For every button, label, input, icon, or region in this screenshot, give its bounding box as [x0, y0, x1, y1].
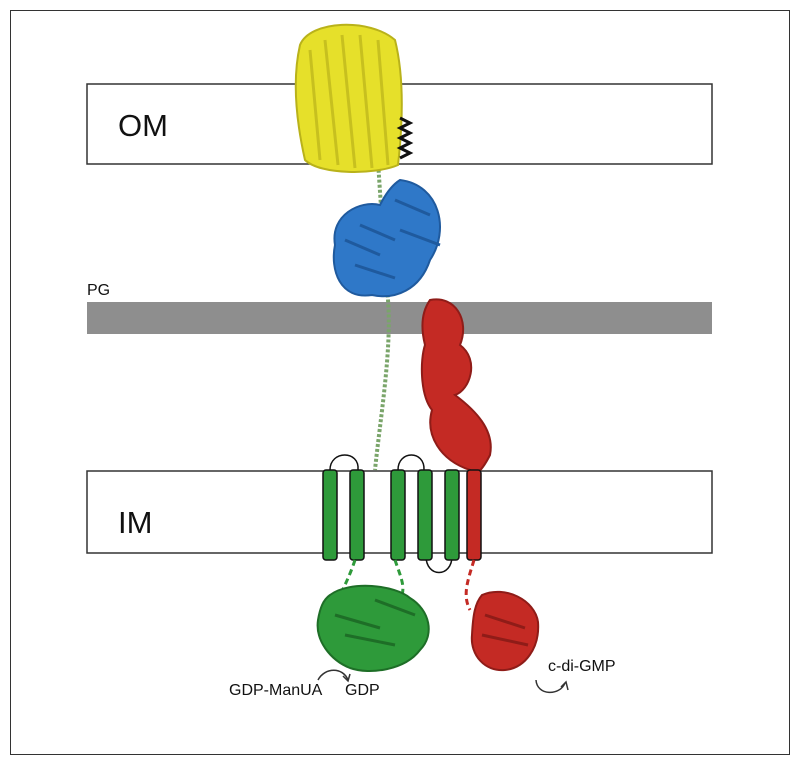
product-label: GDP	[345, 682, 380, 699]
transmembrane-helices	[322, 454, 482, 574]
beta-barrel-protein-icon	[294, 23, 403, 173]
pilz-cytoplasmic-domain	[470, 590, 540, 672]
figure-frame	[10, 10, 790, 755]
second-messenger-label: c-di-GMP	[548, 658, 616, 675]
peptidoglycan-layer	[87, 302, 712, 334]
outer-membrane-label: OM	[118, 108, 168, 143]
curved-arrow-icon	[317, 669, 569, 694]
inner-membrane-label: IM	[118, 505, 153, 540]
substrate-label: GDP-ManUA	[229, 682, 323, 699]
tpr-domain-protein-icon	[332, 178, 441, 298]
peptidoglycan-label: PG	[87, 282, 111, 299]
lipid-anchor	[396, 116, 414, 160]
red-linker	[464, 559, 476, 611]
glycosyltransferase-domain-icon	[316, 584, 430, 672]
